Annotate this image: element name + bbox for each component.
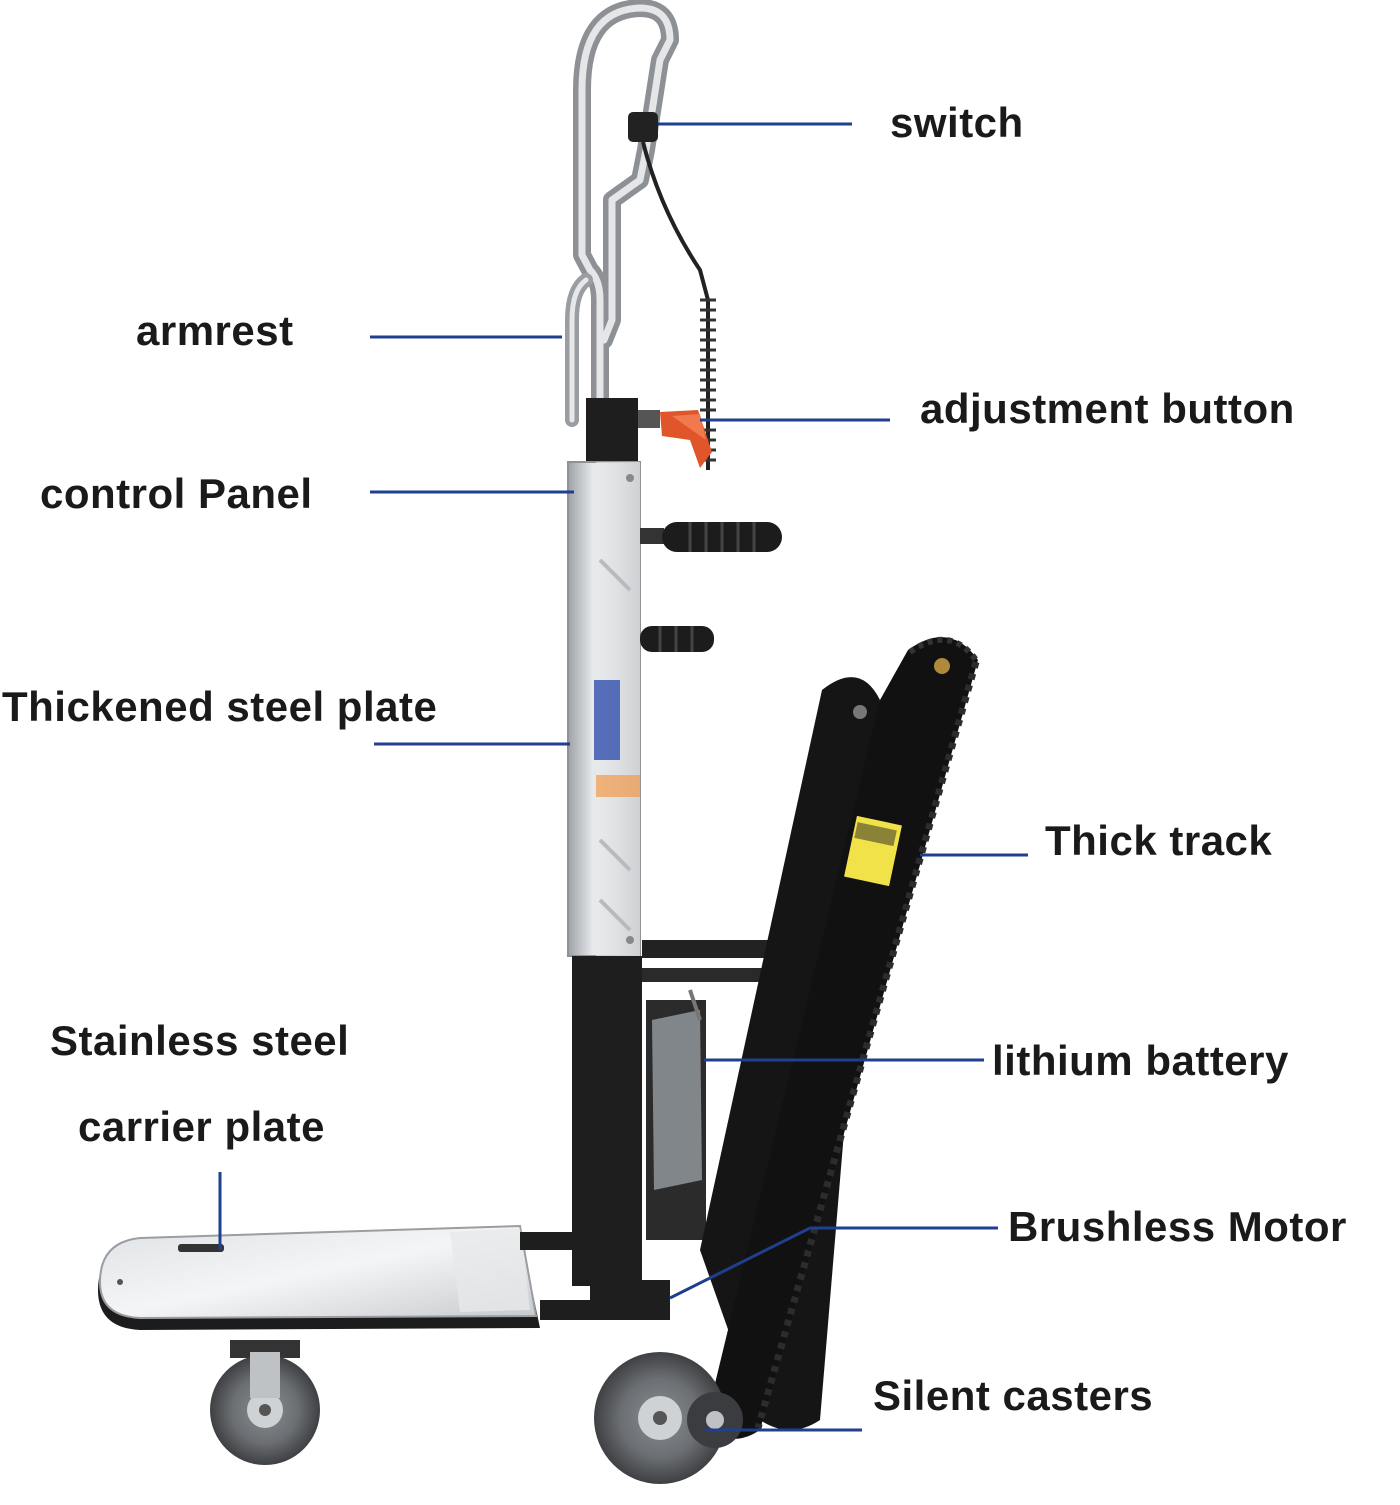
battery-housing [646, 989, 706, 1240]
rear-caster-right [687, 1392, 743, 1448]
upper-frame-block [586, 398, 638, 464]
label-silent-casters: Silent casters [873, 1372, 1154, 1419]
grip-handles [640, 522, 782, 652]
adjustment-lever [638, 410, 712, 468]
cross-brace [642, 940, 802, 958]
stainless-column-plate [567, 461, 641, 957]
label-brushless-motor: Brushless Motor [1008, 1203, 1347, 1250]
label-thick-track: Thick track [1045, 817, 1273, 864]
label-lithium-battery: lithium battery [992, 1037, 1289, 1084]
track-assembly [700, 636, 980, 1439]
leader-lines [218, 122, 1028, 1432]
front-caster [210, 1340, 320, 1465]
lower-frame-column [572, 956, 642, 1286]
rear-caster-left [590, 1280, 726, 1484]
label-control-panel: control Panel [40, 470, 313, 517]
armrest-handle [565, 0, 679, 429]
leader-brushless-motor-diagonal [669, 1226, 811, 1300]
label-thickened-steel-plate: Thickened steel plate [2, 683, 438, 730]
label-armrest: armrest [136, 307, 294, 354]
label-carrier-plate: carrier plate [78, 1103, 325, 1150]
carrier-plate [98, 1224, 600, 1330]
label-switch: switch [890, 99, 1024, 146]
label-adjustment-button: adjustment button [920, 385, 1295, 432]
label-stainless-steel: Stainless steel [50, 1017, 350, 1064]
